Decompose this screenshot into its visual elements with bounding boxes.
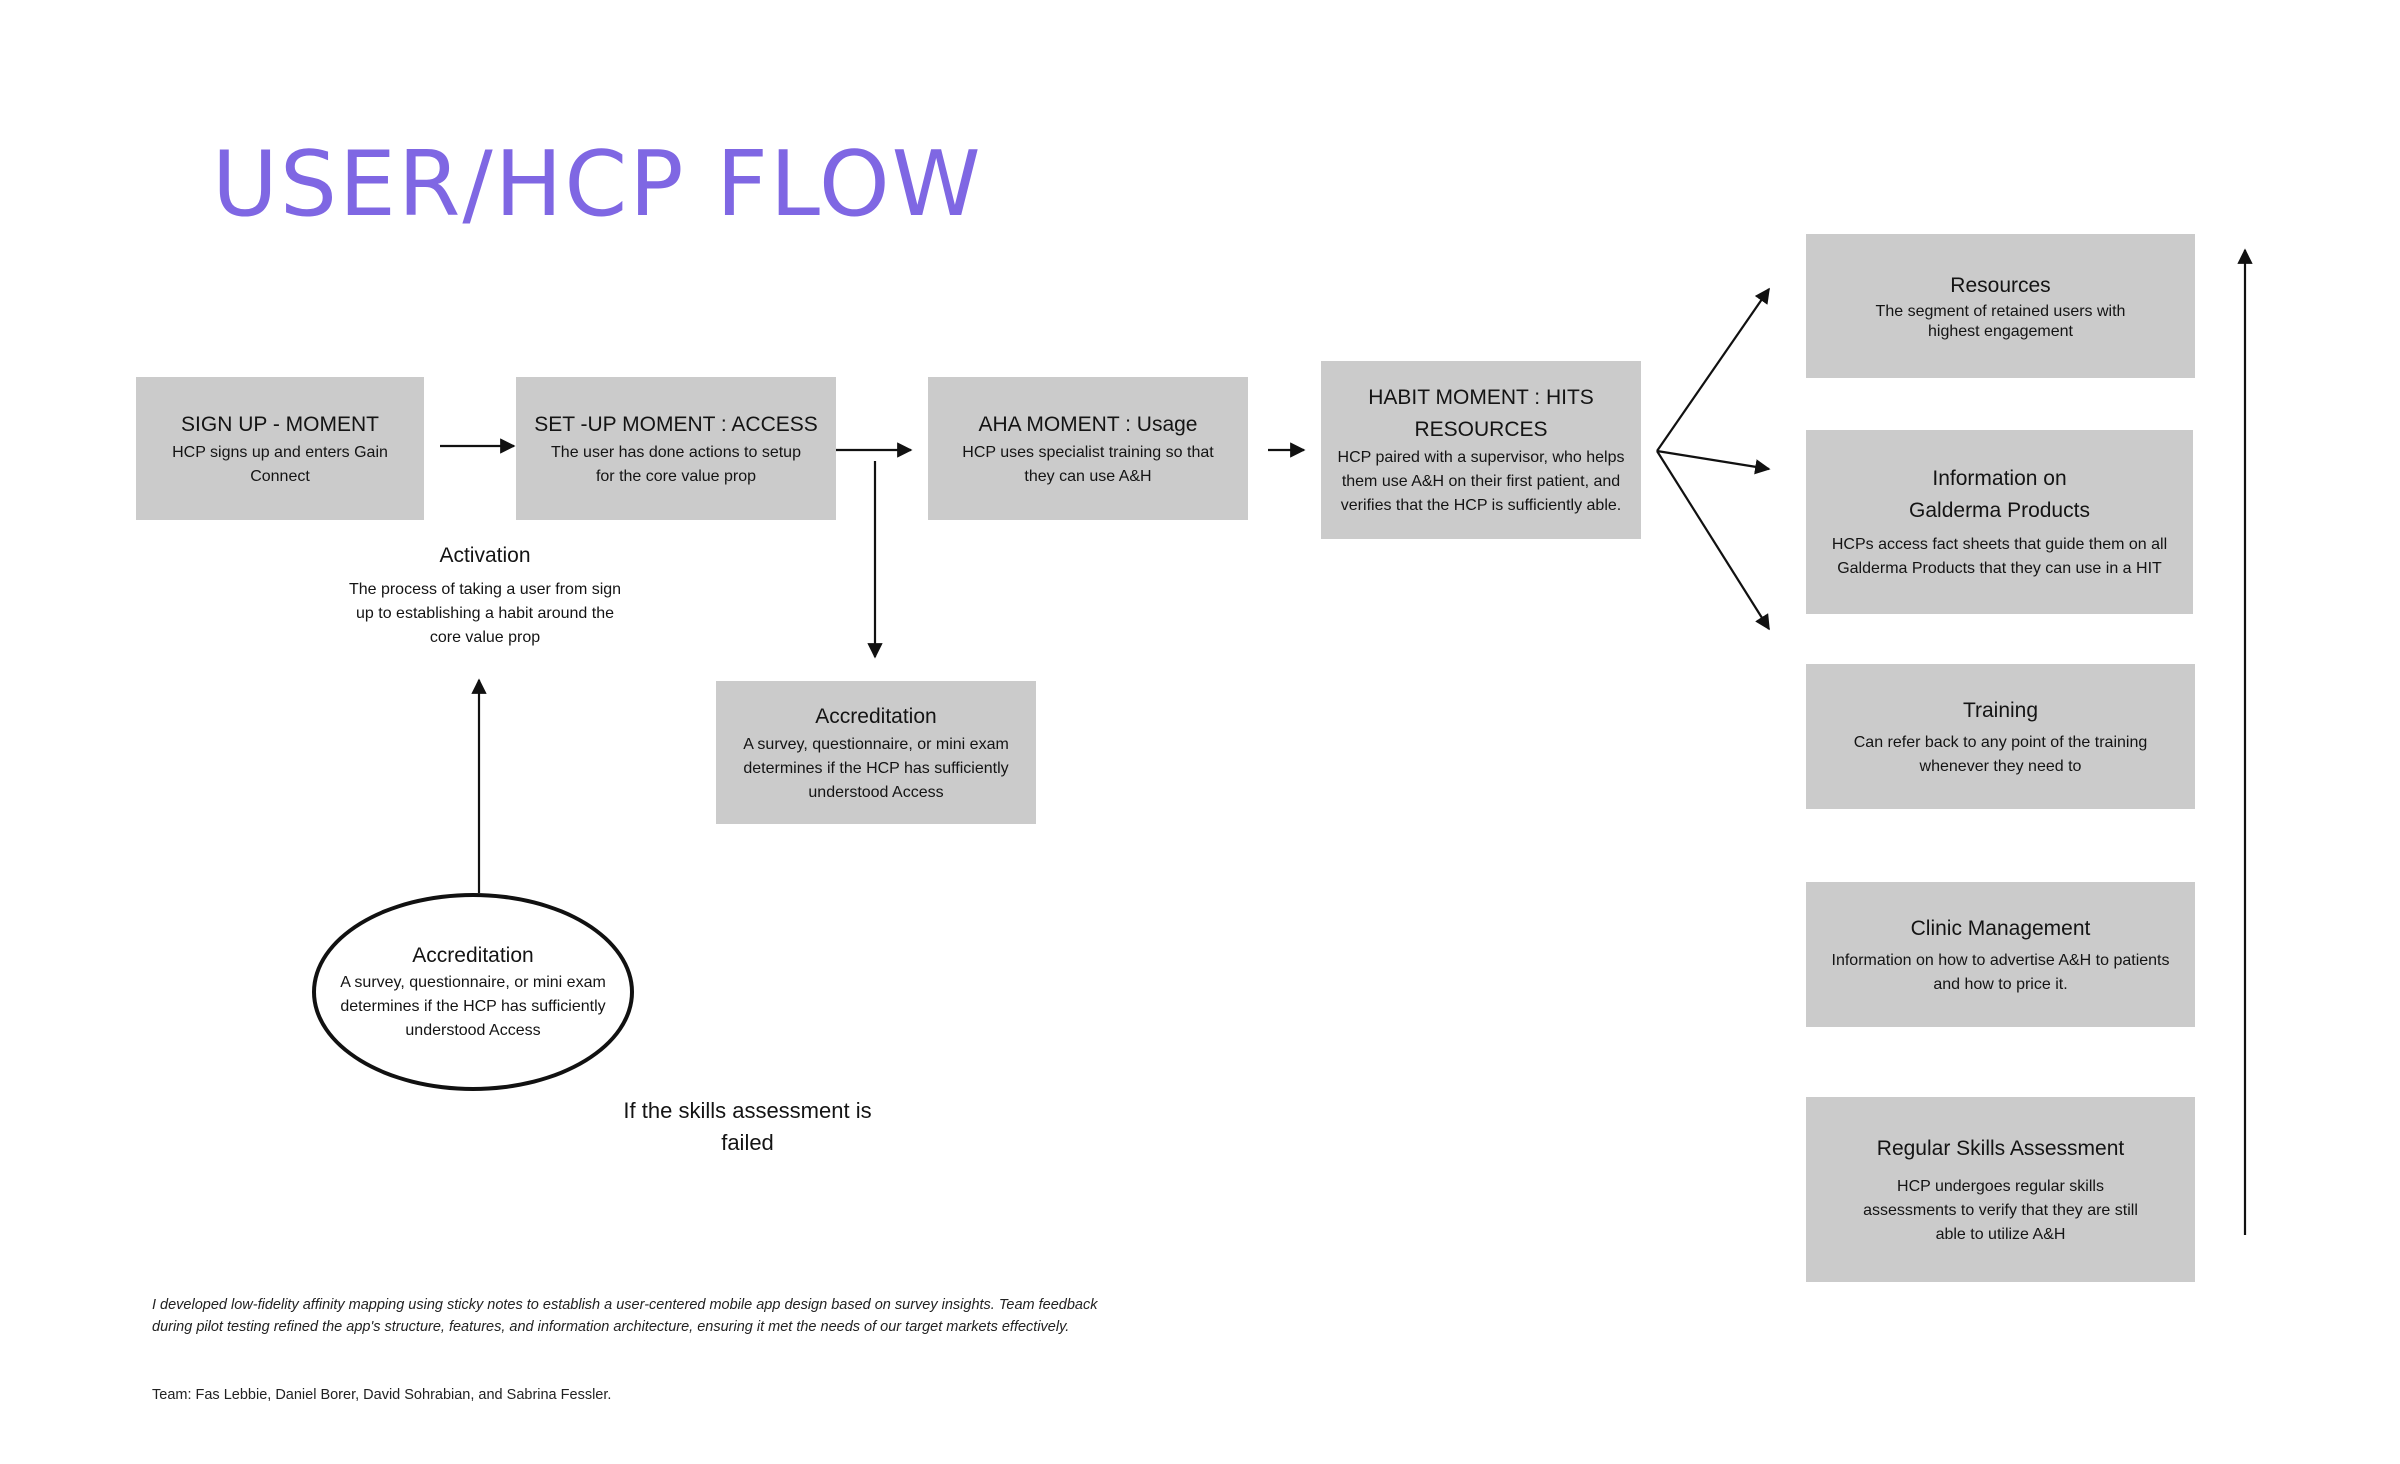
signup-moment-title: SIGN UP - MOMENT bbox=[181, 412, 379, 436]
accreditation-ellipse-title: Accreditation bbox=[412, 944, 534, 967]
setup-moment-title: SET -UP MOMENT : ACCESS bbox=[534, 412, 818, 436]
habit-moment-title: HABIT MOMENT : HITS RESOURCES bbox=[1368, 386, 1594, 441]
accreditation-box: Accreditation A survey, questionnaire, o… bbox=[716, 681, 1036, 824]
habit-moment-desc: HCP paired with a supervisor, who helps … bbox=[1337, 449, 1625, 514]
activation-label: Activation The process of taking a user … bbox=[335, 540, 635, 650]
resource-desc: HCP undergoes regular skills assessments… bbox=[1863, 1177, 2138, 1243]
accreditation-box-title: Accreditation bbox=[815, 704, 937, 728]
activation-title: Activation bbox=[439, 544, 531, 567]
setup-moment-desc: The user has done actions to setup for t… bbox=[551, 443, 801, 485]
arrow-habit-to-training bbox=[1656, 450, 1770, 631]
resource-title: Training bbox=[1962, 698, 2039, 722]
resource-desc: The segment of retained users with highe… bbox=[1875, 303, 2126, 340]
accreditation-ellipse-desc: A survey, questionnaire, or mini exam de… bbox=[340, 974, 606, 1039]
resource-desc: Information on how to advertise A&H to p… bbox=[1831, 951, 2170, 993]
resource-box-skills-assessment: Regular Skills Assessment HCP undergoes … bbox=[1806, 1097, 2195, 1282]
resource-desc: HCPs access fact sheets that guide them … bbox=[1831, 536, 2168, 577]
failed-assessment-label: If the skills assessment is failed bbox=[623, 1098, 872, 1155]
resource-box-training: Training Can refer back to any point of … bbox=[1806, 664, 2195, 809]
aha-moment-box: AHA MOMENT : Usage HCP uses specialist t… bbox=[928, 377, 1248, 520]
resource-box-resources: Resources The segment of retained users … bbox=[1806, 234, 2195, 378]
arrow-habit-to-resources bbox=[1656, 287, 1770, 452]
resource-title: Resources bbox=[1950, 274, 2051, 297]
activation-desc: The process of taking a user from sign u… bbox=[348, 581, 622, 646]
signup-moment-box: SIGN UP - MOMENT HCP signs up and enters… bbox=[136, 377, 424, 520]
signup-moment-desc: HCP signs up and enters Gain Connect bbox=[172, 443, 388, 485]
accreditation-box-desc: A survey, questionnaire, or mini exam de… bbox=[743, 735, 1009, 801]
habit-moment-box: HABIT MOMENT : HITS RESOURCES HCP paired… bbox=[1321, 361, 1641, 539]
resource-title: Clinic Management bbox=[1910, 916, 2091, 940]
setup-moment-box: SET -UP MOMENT : ACCESS The user has don… bbox=[516, 377, 836, 520]
resource-title: Information on Galderma Products bbox=[1909, 467, 2090, 522]
resource-box-galderma-products: Information on Galderma Products HCPs ac… bbox=[1806, 430, 2193, 614]
accreditation-ellipse: Accreditation A survey, questionnaire, o… bbox=[312, 893, 634, 1091]
page-title: USER/HCP FLOW bbox=[212, 132, 983, 237]
resource-box-clinic-management: Clinic Management Information on how to … bbox=[1806, 882, 2195, 1027]
team-credits: Team: Fas Lebbie, Daniel Borer, David So… bbox=[152, 1387, 612, 1403]
aha-moment-desc: HCP uses specialist training so that the… bbox=[962, 443, 1214, 485]
aha-moment-title: AHA MOMENT : Usage bbox=[978, 412, 1198, 436]
arrow-habit-to-products bbox=[1656, 449, 1771, 475]
resource-title: Regular Skills Assessment bbox=[1876, 1136, 2125, 1160]
resource-desc: Can refer back to any point of the train… bbox=[1853, 733, 2148, 775]
design-note: I developed low-fidelity affinity mappin… bbox=[152, 1297, 1098, 1335]
